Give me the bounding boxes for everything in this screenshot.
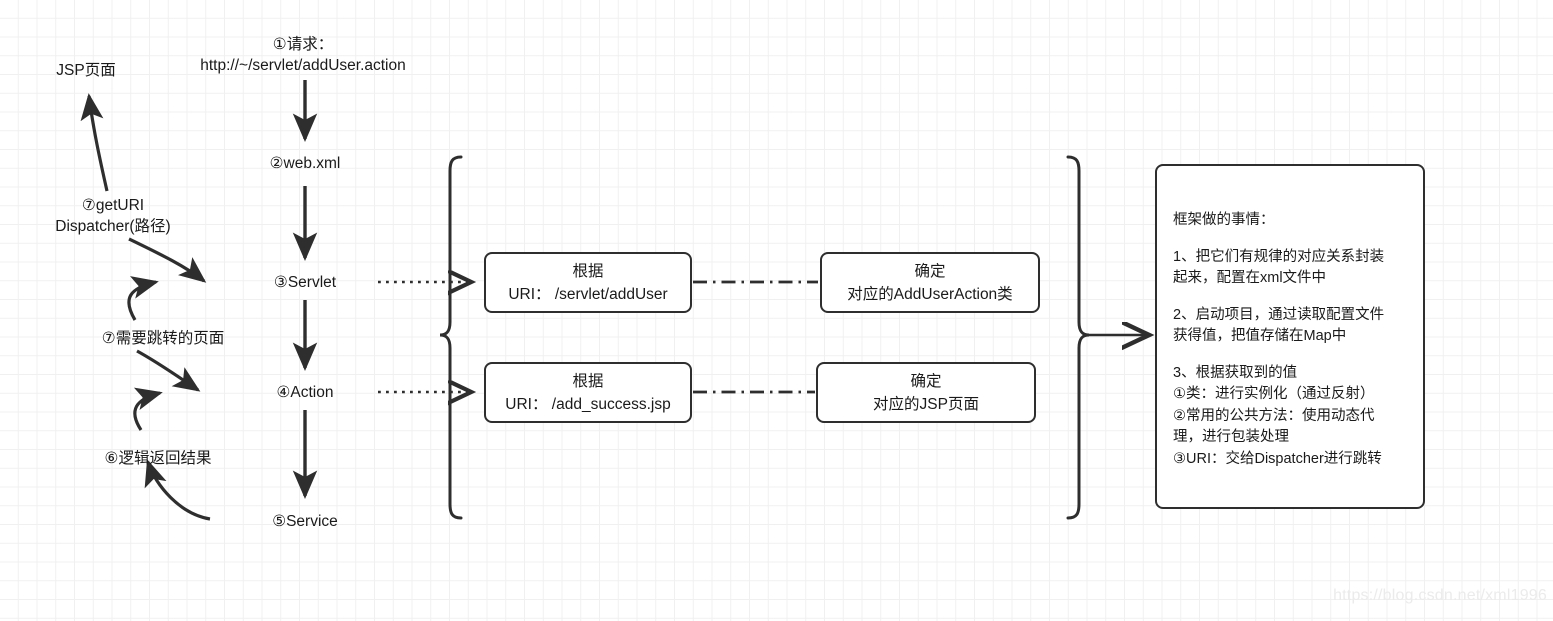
mapping-source-box-2-line1: 根据 xyxy=(572,372,604,390)
framework-panel-item-1: 1、把它们有规律的对应关系封装 起来，配置在xml文件中 xyxy=(1173,248,1385,287)
mapping-target-box-1-line2: 对应的AddUserAction类 xyxy=(847,285,1013,303)
left-curly-brace xyxy=(439,155,463,520)
label-web-xml: ②web.xml xyxy=(269,155,341,172)
label-need-jump-page: ⑦需要跳转的页面 xyxy=(101,330,225,347)
mapping-source-box-1-line2: URI： /servlet/addUser xyxy=(508,285,668,303)
mapping-target-box-2-line2: 对应的JSP页面 xyxy=(873,395,979,413)
mapping-target-box-2: 确定 对应的JSP页面 xyxy=(816,362,1036,423)
mapping-source-box-1: 根据 URI： /servlet/addUser xyxy=(484,252,692,313)
framework-panel-heading: 框架做的事情： xyxy=(1173,212,1275,228)
mapping-source-box-2-line2: URI： /add_success.jsp xyxy=(505,395,671,413)
label-get-uri-dispatcher: ⑦getURI Dispatcher(路径) xyxy=(55,197,171,235)
right-curly-brace xyxy=(1066,155,1090,520)
label-action: ④Action xyxy=(276,384,334,401)
label-servlet: ③Servlet xyxy=(273,274,337,291)
label-request-line2: http://~/servlet/addUser.action xyxy=(200,57,406,74)
framework-panel: 框架做的事情： 1、把它们有规律的对应关系封装 起来，配置在xml文件中 2、启… xyxy=(1155,164,1425,509)
mapping-source-box-1-line1: 根据 xyxy=(572,262,604,280)
mapping-target-box-2-line1: 确定 xyxy=(910,372,942,390)
mapping-source-box-2: 根据 URI： /add_success.jsp xyxy=(484,362,692,423)
label-request-line1: ①请求： xyxy=(272,36,334,53)
mapping-target-box-1-line1: 确定 xyxy=(914,262,946,280)
label-jsp-page: JSP页面 xyxy=(56,62,116,79)
dotted-mapping-arrows xyxy=(378,282,470,392)
label-logic-return-result: ⑥逻辑返回结果 xyxy=(104,450,212,467)
watermark: https://blog.csdn.net/xml1996 xyxy=(1333,587,1547,604)
framework-panel-item-3: 3、根据获取到的值 ①类：进行实例化（通过反射） ②常用的公共方法：使用动态代 … xyxy=(1173,364,1382,467)
label-service: ⑤Service xyxy=(272,513,338,530)
mapping-target-box-1: 确定 对应的AddUserAction类 xyxy=(820,252,1040,313)
framework-panel-item-2: 2、启动项目，通过读取配置文件 获得值，把值存储在Map中 xyxy=(1173,306,1385,345)
dashdot-connectors xyxy=(693,280,818,394)
